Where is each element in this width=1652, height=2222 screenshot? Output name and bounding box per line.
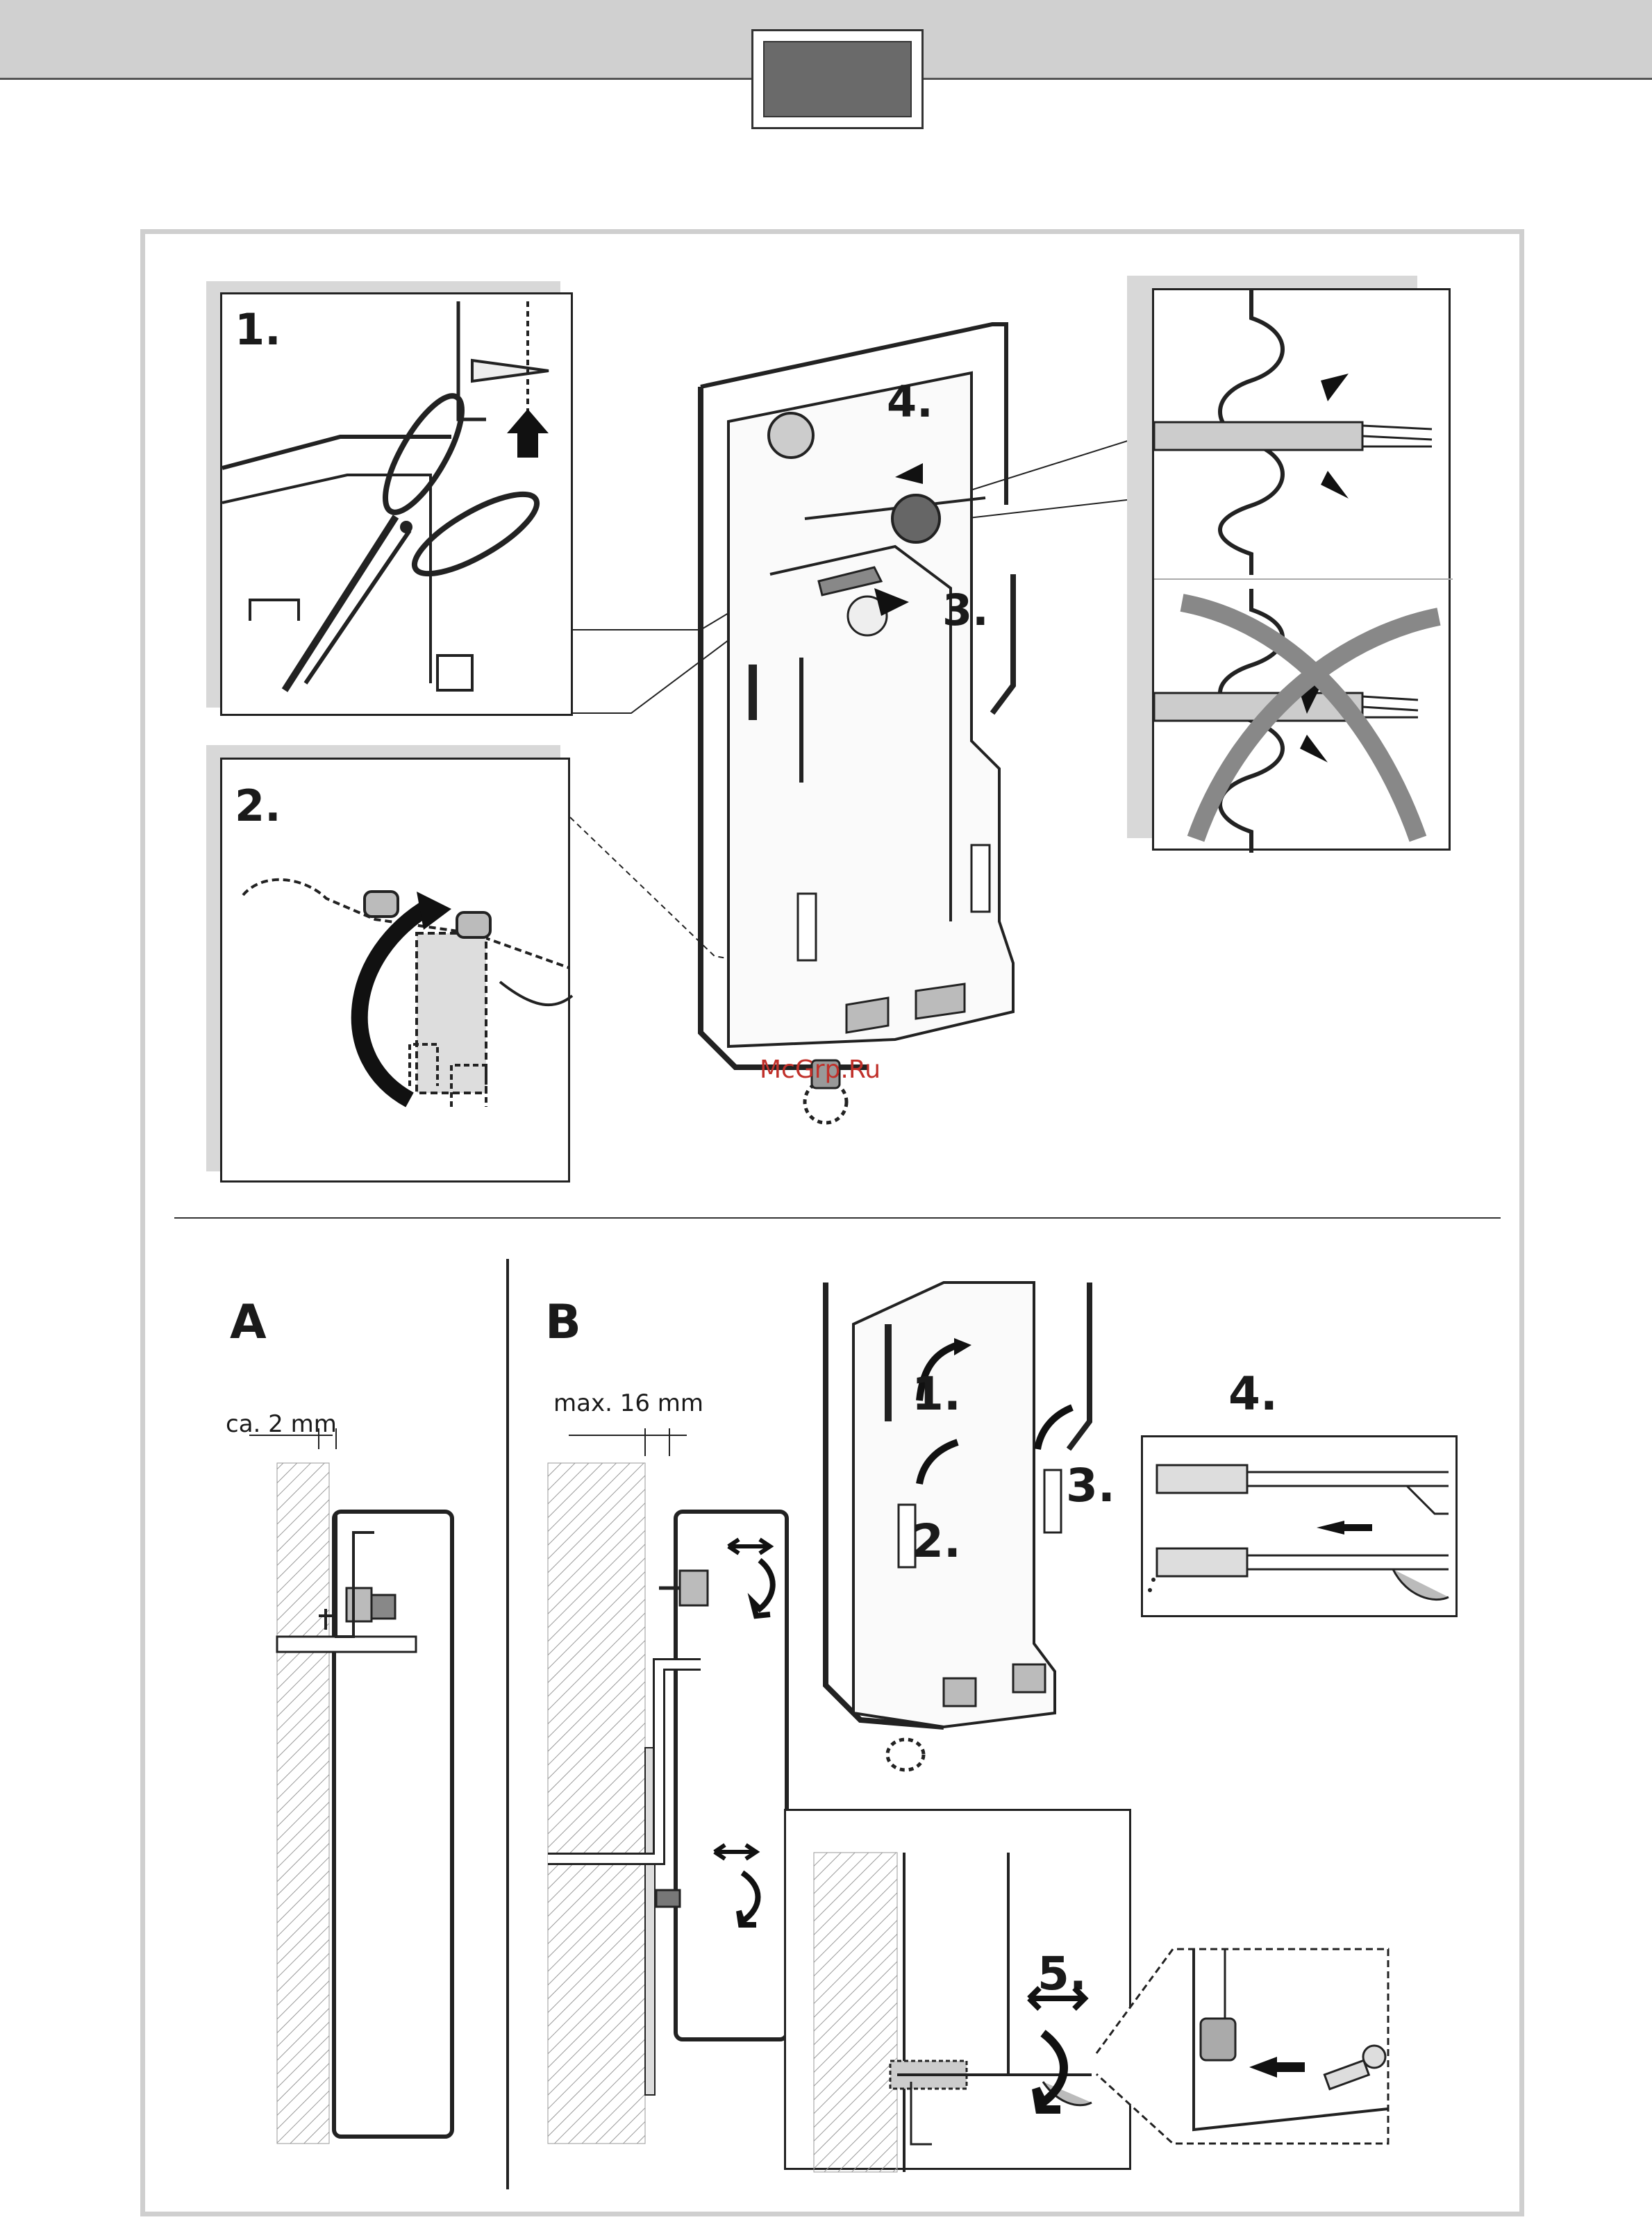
mount-step-4-label: 4. (1228, 1367, 1278, 1421)
step-4-label-top: 4. (887, 376, 933, 427)
section-b-illustration (520, 1407, 812, 2144)
illustration-frame: 1. 2. (140, 229, 1524, 2216)
section-a-label: A (230, 1295, 267, 1350)
pipe-insert-illustration (1143, 1437, 1460, 1619)
section-tab-fill (763, 41, 912, 117)
cable-panel (1152, 288, 1451, 851)
section-a-illustration (215, 1407, 465, 2144)
section-b-label: B (545, 1295, 581, 1350)
mount-step-1-label: 1. (912, 1367, 961, 1421)
screw-detail-illustration (1096, 1935, 1388, 2157)
section-tab (751, 29, 924, 129)
ab-divider (506, 1259, 509, 2189)
panel-step-4 (1141, 1435, 1458, 1617)
wall-fix-illustration (786, 1811, 1133, 2172)
watermark: McGrp.Ru (760, 1055, 881, 1084)
appliance-mount-illustration (805, 1283, 1166, 1769)
mount-step-3-label: 3. (1066, 1459, 1115, 1512)
section-divider (174, 1217, 1501, 1219)
panel-step-5: 5. (784, 1809, 1131, 2170)
mount-step-2-label: 2. (912, 1514, 961, 1568)
cable-illustration (1154, 290, 1453, 853)
step-3-label-top: 3. (942, 585, 989, 635)
